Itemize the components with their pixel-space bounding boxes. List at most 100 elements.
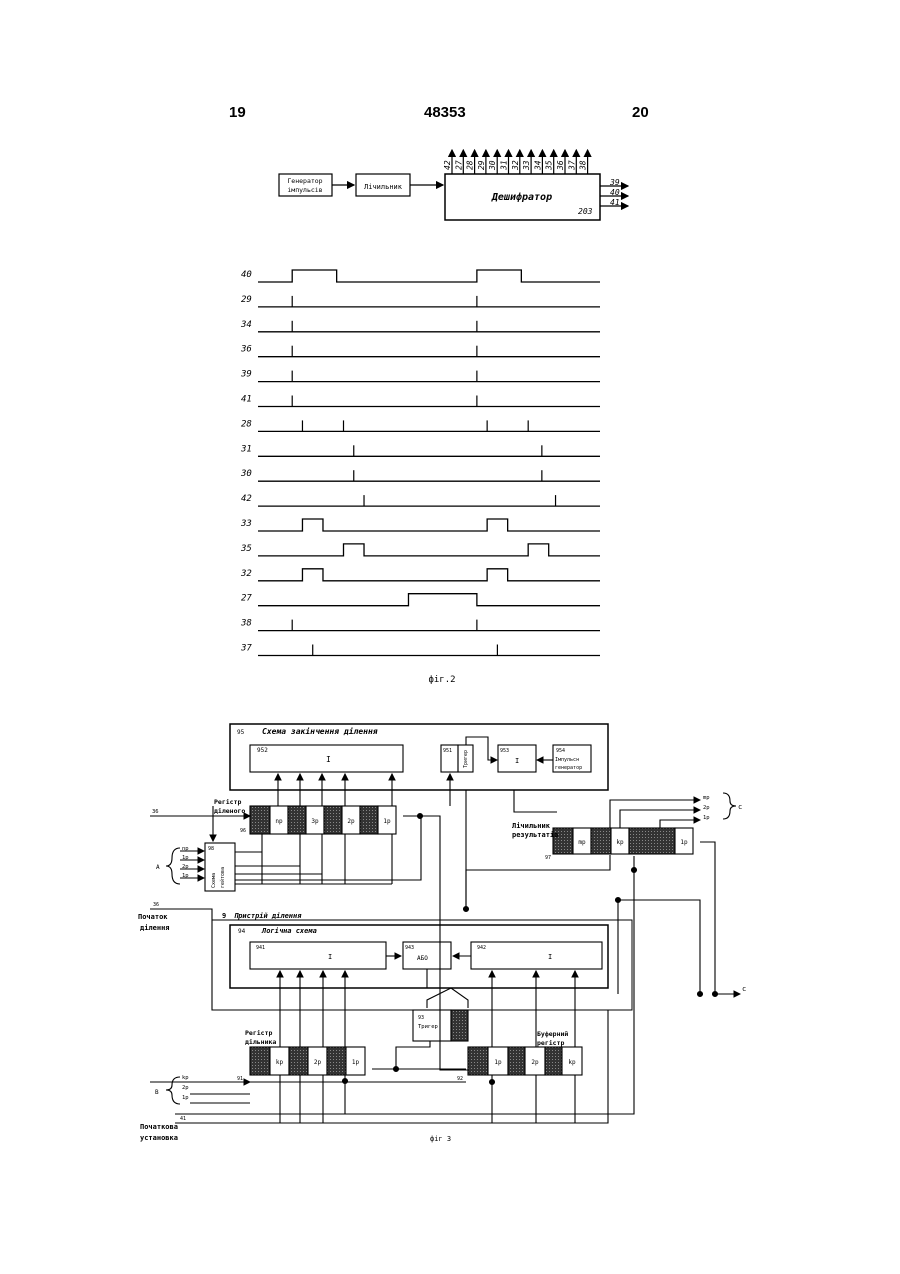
gate-scheme-id: 98 — [208, 846, 214, 852]
pulse-gen-954-line1: Імпульсн — [555, 757, 579, 763]
result-counter-label-1: Лічильник — [512, 822, 551, 830]
dividend-cell-label-3: 1p — [383, 818, 391, 825]
junction-dot-5 — [698, 992, 703, 997]
divisor-hatch-2 — [327, 1047, 346, 1075]
b-label: B — [155, 1089, 159, 1096]
generator-label-1: Генератор — [287, 177, 322, 185]
buffer-hatch-2 — [545, 1047, 562, 1075]
scheme-95-id: 95 — [237, 729, 245, 736]
fig3-circuit: np3p2p1p mpkp1p kp2p1p 1p2pkp — [150, 724, 740, 1123]
timing-label-39: 39 — [240, 370, 252, 380]
dividend-hatch-3 — [360, 806, 378, 834]
divisor-register: kp2p1p — [250, 1047, 365, 1075]
fig2-caption: фіг.2 — [428, 675, 455, 685]
dividend-hatch-0 — [250, 806, 270, 834]
counter-out-0 — [610, 800, 700, 828]
junction-dot-2 — [343, 1079, 348, 1084]
decoder-out-label-33: 33 — [522, 160, 531, 171]
divisor-reg-label-1: Регістр — [245, 1029, 272, 1037]
gate-scheme-line2: гейтова — [220, 867, 226, 888]
scheme-95-title: Схема закінчення ділення — [262, 726, 378, 736]
b-input-label-0: kp — [182, 1075, 189, 1081]
decoder-right-outputs: 394041 — [600, 178, 628, 207]
divisor-cell-label-1: 2p — [314, 1059, 322, 1066]
decoder-right-label-40: 40 — [610, 188, 620, 197]
device-9-id: 9 — [222, 912, 226, 920]
fig2-timing-diagram: 40293436394128313042333532273837 — [240, 270, 600, 656]
decoder-out-label-29: 29 — [477, 160, 486, 170]
trigger-93-sym: Тригер — [418, 1024, 438, 1030]
logic-94-title: Логічна схема — [261, 927, 317, 935]
decoder-out-label-36: 36 — [556, 160, 565, 171]
decoder-right-label-39: 39 — [609, 178, 620, 187]
and-941-block — [250, 942, 386, 969]
start-to-counter-wire — [466, 855, 610, 909]
junction-dot-3 — [464, 907, 469, 912]
decoder-id: 203 — [578, 207, 593, 216]
buffer-cell-label-2: kp — [568, 1059, 576, 1066]
counter-label: Лічильник — [364, 183, 403, 191]
counter-out-2 — [660, 820, 700, 828]
c-output-label-1: 2p — [703, 805, 710, 811]
init-line2: установка — [140, 1134, 178, 1142]
and-942-id: 942 — [477, 945, 486, 951]
a-input-label-1: 1p — [182, 855, 189, 861]
result-cell-label-0: mp — [578, 839, 586, 846]
junction-dot-0 — [418, 814, 423, 819]
timing-label-30: 30 — [240, 469, 252, 479]
or-to-trigger-wire — [427, 969, 451, 988]
timing-trace-35 — [258, 544, 600, 556]
a-input-label-3: 1p — [182, 873, 189, 879]
timing-label-31: 31 — [240, 444, 252, 454]
timing-label-36: 36 — [240, 345, 252, 355]
and-952-sym: I — [326, 755, 331, 764]
timing-trace-33 — [258, 519, 600, 531]
timing-trace-40 — [258, 270, 600, 282]
timing-label-34: 34 — [240, 320, 252, 330]
953-to-counter-wire — [514, 790, 557, 812]
result-hatch-1 — [591, 828, 611, 854]
start-line2: ділення — [140, 924, 170, 932]
trigger-93-id: 93 — [418, 1015, 424, 1021]
buffer-hatch-0 — [468, 1047, 488, 1075]
c-outputs: mp2p1p — [703, 795, 710, 821]
result-counter-id: 97 — [545, 855, 551, 861]
decoder-top-outputs: 42272829303132333435363738 — [443, 150, 588, 174]
junction-dot-6 — [616, 898, 621, 903]
a-inputs: np 1p 2p 1p — [180, 846, 204, 879]
buffer-hatch-1 — [508, 1047, 525, 1075]
divisor-hatch-1 — [289, 1047, 308, 1075]
output-c-label: c — [742, 985, 746, 993]
timing-label-33: 33 — [240, 519, 252, 529]
pulse-gen-954-line2: генератор — [555, 765, 582, 771]
trigger-951-sym: Тригер — [463, 750, 469, 768]
dividend-register: np3p2p1p — [250, 806, 396, 834]
timing-label-42: 42 — [241, 494, 252, 504]
a-input-label-0: np — [182, 846, 189, 852]
buffer-cell-label-1: 2p — [531, 1059, 539, 1066]
dividend-cell-label-1: 3p — [311, 818, 319, 825]
decoder-out-label-42: 42 — [443, 160, 452, 170]
timing-label-32: 32 — [240, 569, 252, 579]
input-36-label: 36 — [152, 809, 159, 815]
result-counter-label-2: результатів — [512, 831, 558, 839]
fig3-caption: фіг 3 — [430, 1135, 451, 1143]
b-inputs: kp2p1p — [182, 1075, 189, 1101]
decoder-out-label-28: 28 — [466, 160, 475, 170]
timing-trace-32 — [258, 569, 600, 581]
decoder-out-label-27: 27 — [454, 160, 463, 170]
decoder-label: Дешифратор — [491, 191, 552, 203]
divisor-reg-id: 91 — [237, 1076, 243, 1082]
decoder-out-label-35: 35 — [545, 160, 554, 171]
generator-label-2: імпульсів — [287, 186, 322, 194]
result-hatch-2 — [629, 828, 675, 854]
junction-dot-1 — [394, 1067, 399, 1072]
buffer-reg-id: 92 — [457, 1076, 463, 1082]
result-counter: mpkp1p — [553, 828, 693, 854]
buffer-cell-label-0: 1p — [494, 1059, 502, 1066]
init-line1: Початкова — [140, 1123, 178, 1131]
timing-label-28: 28 — [241, 419, 252, 429]
a-label: A — [156, 864, 160, 871]
a-input-label-2: 2p — [182, 864, 189, 870]
trigger-951-id: 951 — [443, 748, 452, 754]
